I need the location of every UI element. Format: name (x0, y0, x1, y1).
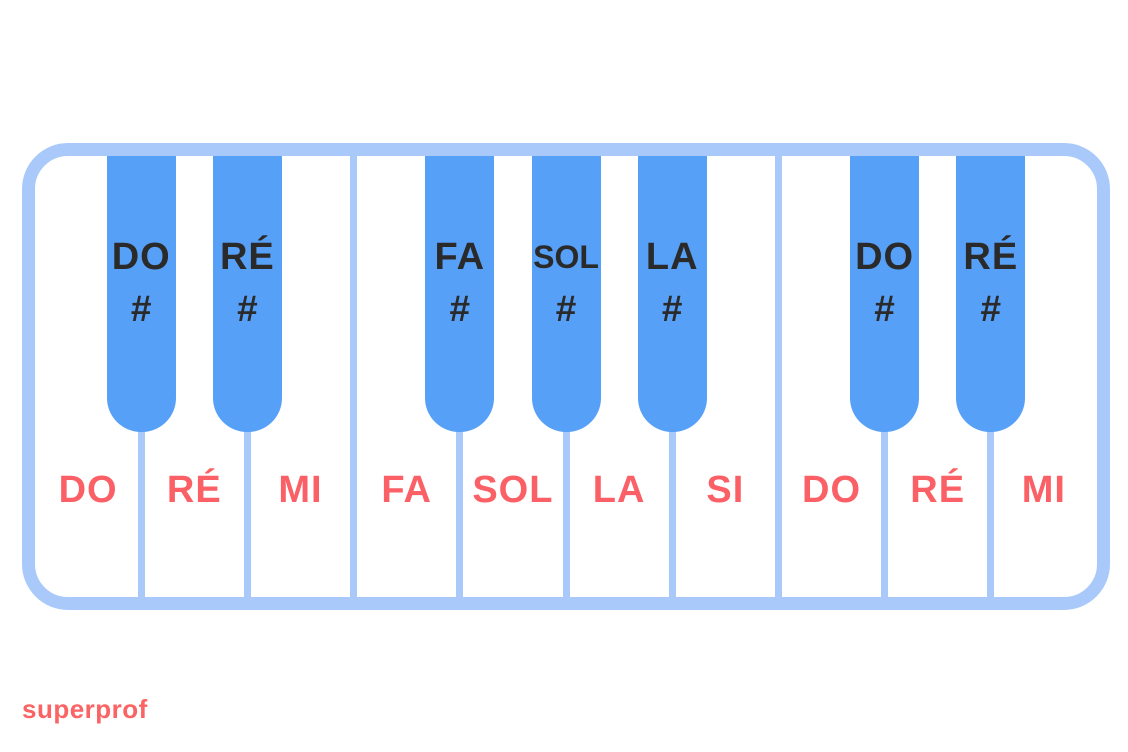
white-key-label-mi-9: MI (1021, 469, 1066, 511)
white-key-label-fa-3: FA (381, 469, 432, 511)
black-key-stem-2 (456, 430, 464, 597)
piano-keys-area: DO RÉ MI FA SOL LA SI DO RÉ MI DO # RÉ # FA # SOL # LA # DO #… (35, 156, 1097, 597)
black-key-fa-sharp-2: FA # (425, 156, 495, 432)
black-key-stem-0 (137, 430, 145, 597)
black-key-stem-6 (987, 430, 995, 597)
piano-keyboard: DO RÉ MI FA SOL LA SI DO RÉ MI DO # RÉ # FA # SOL # LA # DO #… (22, 143, 1110, 610)
black-key-name: DO (855, 236, 915, 278)
black-key-sol-sharp-3: SOL # (531, 156, 601, 432)
sharp-symbol: # (237, 288, 258, 329)
sharp-symbol: # (555, 288, 577, 329)
white-key-label-do-0: DO (58, 469, 118, 511)
black-key-name: RÉ (963, 236, 1019, 278)
white-key-separator-1 (774, 156, 782, 597)
white-key-label-do-7: DO (802, 469, 861, 511)
black-key-stem-1 (243, 430, 251, 597)
black-key-stem-3 (562, 430, 570, 597)
black-key-ré-sharp-6: RÉ # (956, 156, 1026, 432)
black-key-do-sharp-0: DO # (106, 156, 176, 432)
black-key-do-sharp-5: DO # (850, 156, 920, 432)
sharp-symbol: # (874, 288, 895, 329)
white-key-label-sol-4: SOL (472, 469, 554, 511)
sharp-symbol: # (980, 288, 1002, 329)
black-key-stem-5 (881, 430, 889, 597)
sharp-symbol: # (130, 288, 152, 329)
black-key-name: FA (434, 236, 486, 278)
black-key-stem-4 (668, 430, 676, 597)
black-key-name: LA (645, 236, 699, 278)
white-key-label-la-5: LA (592, 469, 646, 511)
white-key-label-ré-8: RÉ (910, 469, 966, 511)
white-key-label-mi-2: MI (278, 469, 323, 511)
sharp-symbol: # (661, 288, 683, 329)
superprof-logo: superprof (22, 694, 148, 724)
black-key-name: SOL (533, 239, 599, 275)
black-key-ré-sharp-1: RÉ # (212, 156, 282, 432)
white-key-label-si-6: SI (706, 469, 745, 511)
white-key-label-ré-1: RÉ (166, 469, 222, 511)
black-key-la-sharp-4: LA # (637, 156, 707, 432)
white-key-separator-0 (350, 156, 358, 597)
black-key-name: RÉ (219, 236, 275, 278)
sharp-symbol: # (449, 288, 471, 329)
black-key-name: DO (111, 236, 171, 278)
